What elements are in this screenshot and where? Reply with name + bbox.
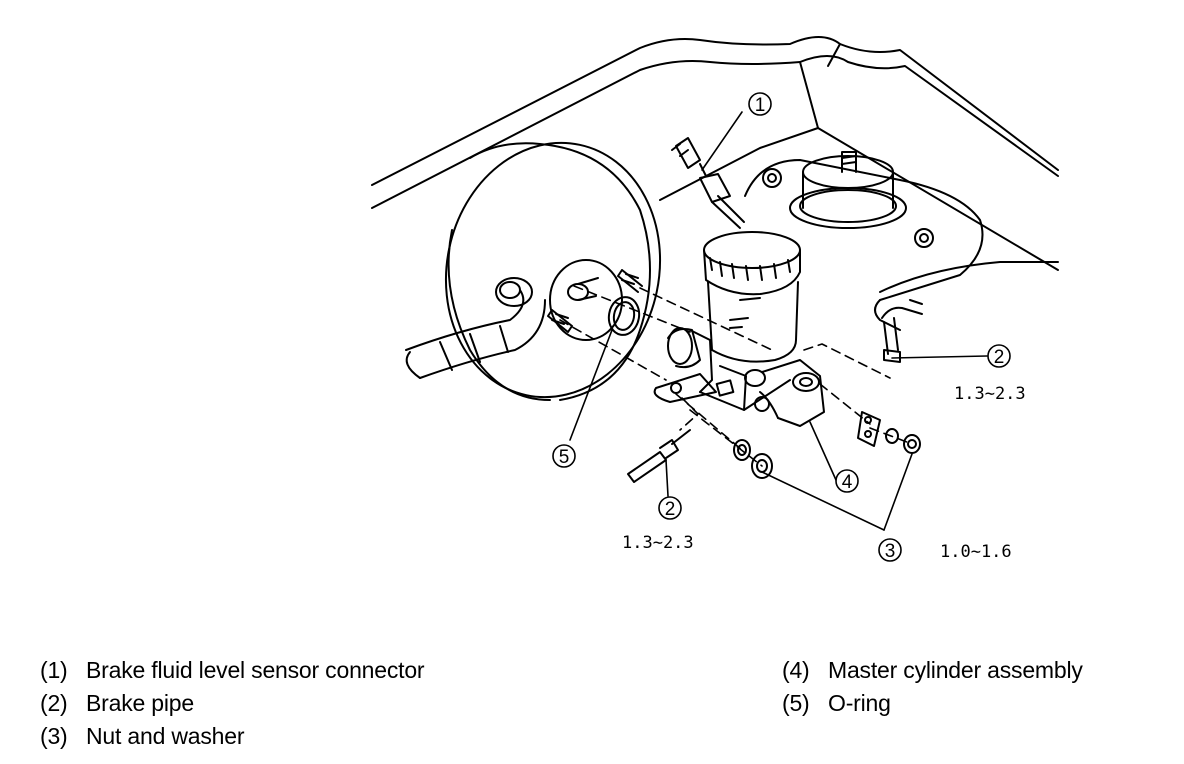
- legend-number: (3): [40, 723, 68, 749]
- legend-right: (4) Master cylinder assembly (5) O-ring: [782, 654, 1083, 720]
- legend-item-2: (2) Brake pipe: [40, 687, 424, 720]
- callout-number-1: 1: [755, 95, 766, 116]
- callout-circle-5: [552, 444, 576, 468]
- callout-number-4: 4: [842, 472, 853, 493]
- brake-pipes: [627, 299, 923, 483]
- master-cylinder-assembly: [653, 231, 921, 479]
- brake-booster: [405, 141, 662, 401]
- legend-number: (4): [782, 657, 810, 683]
- firewall-panel: [371, 36, 1059, 293]
- callout-circle-3: [878, 538, 902, 562]
- callout-number-2b: 2: [665, 499, 676, 520]
- torque-value-2b: 1.3∼2.3: [622, 533, 694, 553]
- sensor-connector: [671, 137, 745, 229]
- strut-tower: [744, 151, 984, 331]
- callout-circle-1: [748, 92, 772, 116]
- legend-item-3: (3) Nut and washer: [40, 720, 424, 753]
- legend-text: Brake fluid level sensor connector: [86, 657, 425, 683]
- callout-circle-2a: [987, 344, 1011, 368]
- torque-value-2a: 1.3∼2.3: [954, 384, 1026, 404]
- legend-number: (2): [40, 690, 68, 716]
- callout-circles: [552, 92, 1011, 562]
- o-ring: [607, 296, 641, 336]
- legend-item-4: (4) Master cylinder assembly: [782, 654, 1083, 687]
- legend-item-1: (1) Brake fluid level sensor connector: [40, 654, 425, 687]
- legend-number: (5): [782, 690, 810, 716]
- legend-text: Nut and washer: [86, 723, 245, 749]
- callout-circle-2b: [658, 496, 682, 520]
- assembly-lines: [559, 285, 913, 467]
- legend-text: O-ring: [828, 690, 891, 716]
- leader-lines: [569, 111, 988, 531]
- legend-number: (1): [40, 657, 68, 683]
- callout-number-2a: 2: [994, 347, 1005, 368]
- callout-number-3: 3: [885, 541, 896, 562]
- callout-number-5: 5: [559, 447, 570, 468]
- torque-value-3: 1.0∼1.6: [940, 542, 1012, 562]
- legend-left: (1) Brake fluid level sensor connector (…: [40, 654, 425, 753]
- legend-text: Brake pipe: [86, 690, 194, 716]
- legend-text: Master cylinder assembly: [828, 657, 1083, 683]
- callout-circle-4: [835, 469, 859, 493]
- legend-item-5: (5) O-ring: [782, 687, 1083, 720]
